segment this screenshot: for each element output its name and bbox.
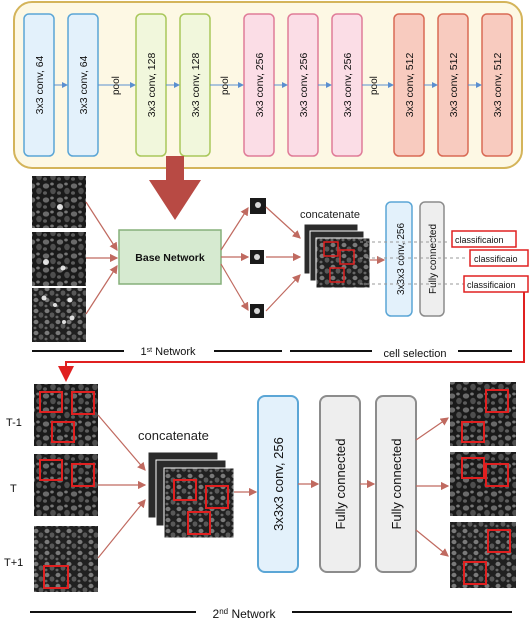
classification-box xyxy=(469,249,529,267)
classification-box xyxy=(451,230,517,248)
fully-connected-label: Fully connected xyxy=(428,224,439,294)
output-frame-image xyxy=(450,522,516,588)
concatenate-stack xyxy=(303,223,371,289)
frame-label: T+1 xyxy=(4,557,23,569)
conv-block xyxy=(385,201,413,317)
first-network: Base Network concatenate 3x3x3 conv, 256 xyxy=(32,176,529,382)
classification-box xyxy=(463,275,529,293)
second-network-footer-label: 2nd Network xyxy=(213,607,277,620)
base-network-label: Base Network xyxy=(135,252,205,264)
frame-label: T-1 xyxy=(6,417,22,429)
conv-layer-label: 3x3 conv, 128 xyxy=(190,53,202,118)
pool-label: pool xyxy=(369,76,380,95)
down-arrow-icon xyxy=(149,156,201,220)
classification-label: classificaio xyxy=(474,254,518,264)
conv-layer-label: 3x3 conv, 512 xyxy=(492,53,504,118)
base-network-box xyxy=(118,229,222,285)
classification-label: classificaion xyxy=(467,280,516,290)
conv-layer-label: 3x3 conv, 256 xyxy=(342,53,354,118)
input-cell-image xyxy=(32,176,86,228)
concatenate-label: concatenate xyxy=(138,428,209,443)
concatenate-label: concatenate xyxy=(300,209,360,221)
fully-connected-block xyxy=(419,201,445,317)
concatenate-stack xyxy=(147,451,235,539)
conv-layer-label: 3x3 conv, 128 xyxy=(146,53,158,118)
selection-connector xyxy=(58,292,525,382)
conv-layer-label: 3x3 conv, 512 xyxy=(448,53,460,118)
pool-label: pool xyxy=(220,76,231,95)
fully-connected-label: Fully connected xyxy=(389,438,404,529)
conv-layer-label: 3x3 conv, 64 xyxy=(78,55,90,114)
frame-label: T xyxy=(10,483,17,495)
conv-label: 3x3x3 conv, 256 xyxy=(396,223,407,296)
input-cell-image xyxy=(32,232,86,286)
pool-label: pool xyxy=(111,76,122,95)
conv-layer-label: 3x3 conv, 256 xyxy=(298,53,310,118)
conv-layer-label: 3x3 conv, 256 xyxy=(254,53,266,118)
first-network-footer-label: 1st Network xyxy=(141,346,196,358)
conv-layer-block xyxy=(481,13,513,157)
fully-connected-block xyxy=(375,395,417,573)
input-cell-image xyxy=(32,288,86,342)
classification-label: classificaion xyxy=(455,235,504,245)
conv-layer-label: 3x3 conv, 512 xyxy=(404,53,416,118)
conv-label: 3x3x3 conv, 256 xyxy=(271,437,286,531)
cell-selection-label: cell selection xyxy=(384,348,447,360)
second-network: T-1 T T+1 concatenate 3x3x3 conv, 256 xyxy=(4,382,516,620)
conv-layer-label: 3x3 conv, 64 xyxy=(34,55,46,114)
fully-connected-label: Fully connected xyxy=(333,438,348,529)
base-network-panel: 3x3 conv, 64 3x3 conv, 64 3x3 conv, 128 3x3… xyxy=(13,1,523,169)
